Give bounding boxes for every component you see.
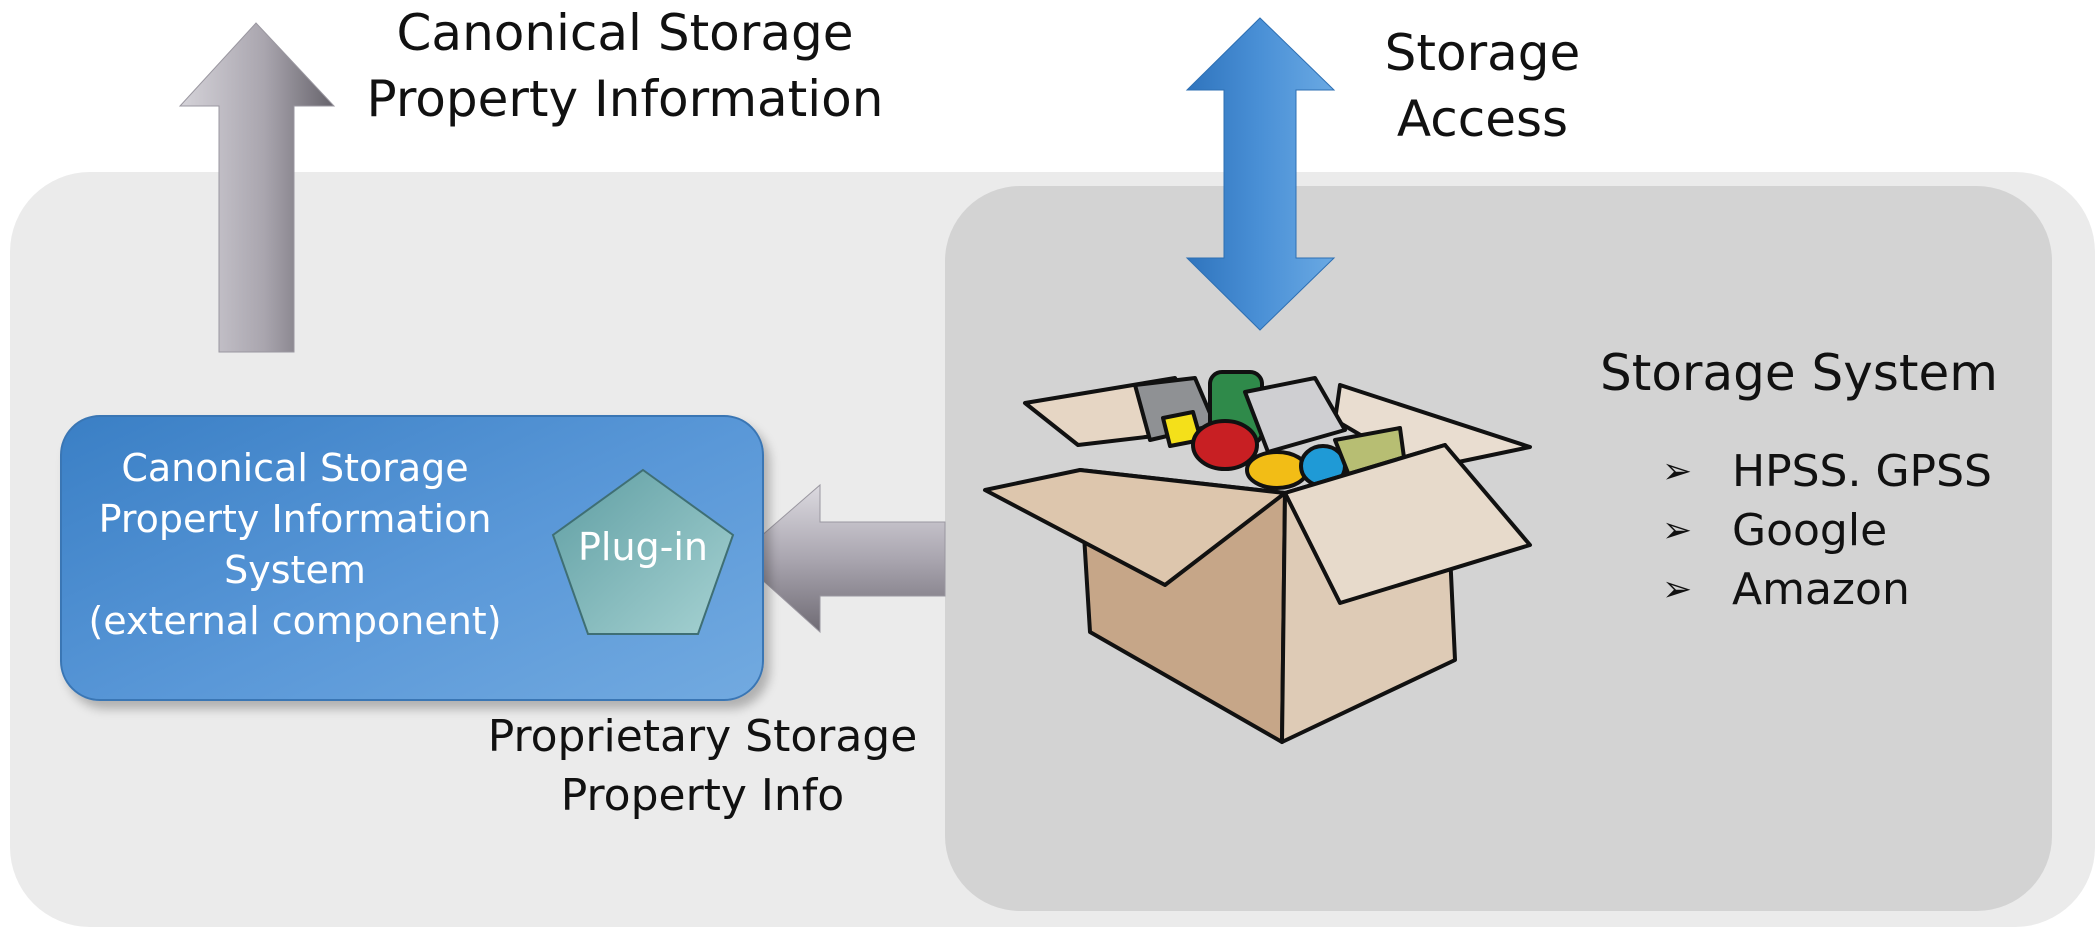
left-arrow-icon xyxy=(736,483,946,634)
proprietary-info-line-1: Proprietary Storage xyxy=(487,711,918,762)
box-item-yellow-can xyxy=(1245,450,1309,490)
canonical-system-line-4: (external component) xyxy=(88,599,502,643)
storage-access-label: Storage Access xyxy=(1340,20,1625,152)
storage-system-list: ➢ HPSS. GPSS ➢ Google ➢ Amazon xyxy=(1662,442,1992,619)
proprietary-info-line-2: Property Info xyxy=(560,770,845,821)
canonical-system-line-1: Canonical Storage xyxy=(121,446,469,490)
storage-system-title: Storage System xyxy=(1600,344,1998,402)
box-front-flap-right xyxy=(1283,443,1532,605)
plugin-label: Plug-in xyxy=(577,525,709,569)
canonical-info-label: Canonical Storage Property Information xyxy=(340,0,910,132)
up-arrow-icon xyxy=(178,22,336,353)
list-item-label: HPSS. GPSS xyxy=(1732,446,1992,497)
pentagon-icon xyxy=(551,468,735,635)
canonical-system-line-2: Property Information xyxy=(98,497,492,541)
list-item: ➢ HPSS. GPSS xyxy=(1662,442,1992,501)
canonical-info-line-1: Canonical Storage xyxy=(396,4,854,62)
box-item-red-can xyxy=(1191,419,1259,471)
list-item-label: Google xyxy=(1732,505,1888,556)
double-arrow-icon xyxy=(1185,17,1336,331)
arrow-bullet-icon: ➢ xyxy=(1662,569,1693,610)
canonical-system-line-3: System xyxy=(224,548,366,592)
storage-access-line-2: Access xyxy=(1396,90,1569,148)
list-item: ➢ Google xyxy=(1662,501,1992,560)
proprietary-info-label: Proprietary Storage Property Info xyxy=(460,707,945,825)
arrow-bullet-icon: ➢ xyxy=(1662,451,1693,492)
canonical-info-line-2: Property Information xyxy=(366,70,884,128)
list-item: ➢ Amazon xyxy=(1662,560,1992,619)
box-item-white-can xyxy=(1243,376,1347,454)
arrow-bullet-icon: ➢ xyxy=(1662,510,1693,551)
list-item-label: Amazon xyxy=(1732,564,1910,615)
storage-access-line-1: Storage xyxy=(1384,24,1581,82)
box-front-flap-left xyxy=(983,468,1287,587)
canonical-system-label: Canonical Storage Property Information S… xyxy=(70,443,520,647)
